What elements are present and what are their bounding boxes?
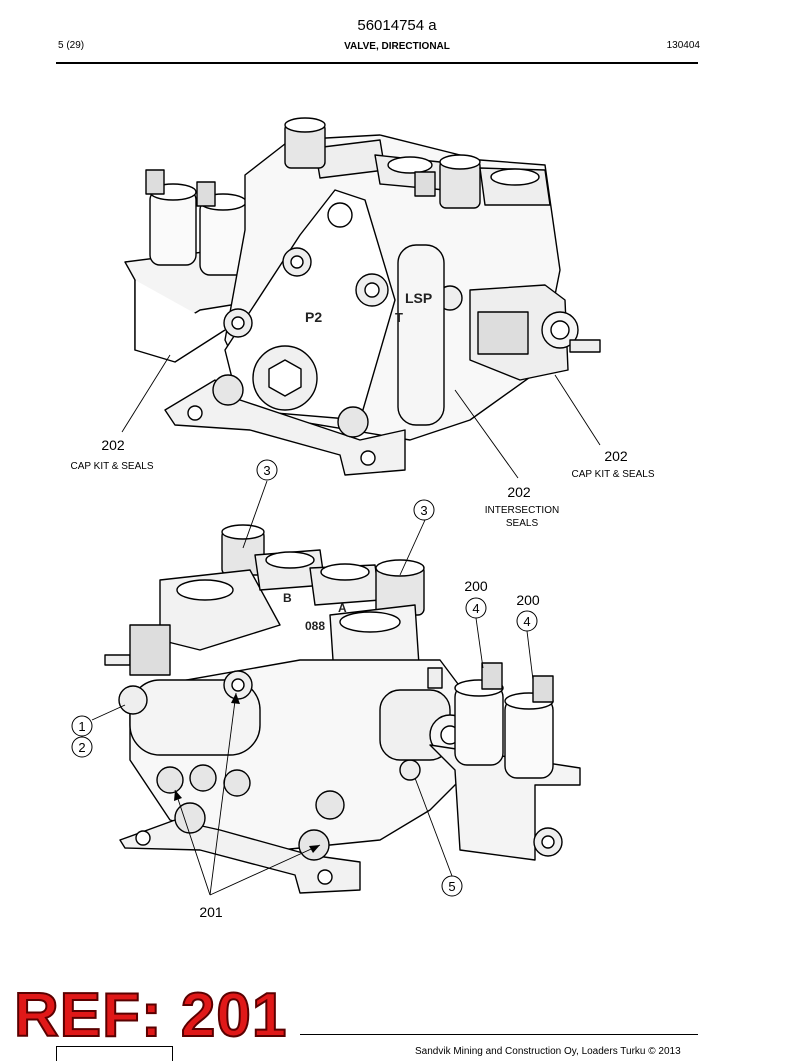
callout-1: 1: [78, 719, 85, 734]
casting-mark-code: 088: [305, 619, 325, 633]
callout-3b: 3: [420, 503, 427, 518]
callout-202-top-right: 202: [604, 448, 628, 464]
callout-5: 5: [448, 879, 455, 894]
callout-circle: [71, 715, 93, 737]
callout-text-seals: SEALS: [506, 518, 539, 529]
solenoid-icon: [149, 189, 197, 266]
casting-mark-b: B: [283, 591, 292, 605]
callout-200b: 200: [516, 592, 540, 608]
callout-circle: [256, 459, 278, 481]
callout-text-cap-kit-right: CAP KIT & SEALS: [571, 469, 654, 480]
ref-stamp: REF: 201: [13, 981, 288, 1050]
callout-4a: 4: [472, 601, 479, 616]
callout-circle: [71, 736, 93, 758]
casting-mark-t: T: [395, 310, 403, 325]
callout-201: 201: [199, 904, 223, 920]
callout-4b: 4: [523, 614, 530, 629]
callout-202-intersection: 202: [507, 484, 531, 500]
casting-mark-lsp: LSP: [405, 290, 432, 306]
footer-rule: [300, 1034, 698, 1035]
casting-mark-a: A: [338, 601, 347, 615]
callout-circle: [516, 610, 538, 632]
top-valve-assembly: [124, 117, 601, 476]
footer-copyright: Sandvik Mining and Construction Oy, Load…: [415, 1046, 681, 1057]
callout-text-cap-kit-left: CAP KIT & SEALS: [70, 461, 153, 472]
callout-circle: [413, 499, 435, 521]
callout-text-intersection: INTERSECTION: [485, 505, 559, 516]
revision-date: 130404: [666, 40, 700, 51]
header-rule: [56, 62, 698, 64]
casting-mark-p2: P2: [305, 309, 322, 325]
callout-2: 2: [78, 740, 85, 755]
page-number: 5 (29): [58, 40, 85, 51]
bottom-valve-assembly: [104, 524, 581, 894]
callout-202-top-left: 202: [101, 437, 125, 453]
callout-circle: [465, 597, 487, 619]
solenoid-icon: [454, 684, 504, 766]
callout-circle: [441, 875, 463, 897]
document-title: VALVE, DIRECTIONAL: [344, 41, 450, 52]
callout-3a: 3: [263, 463, 270, 478]
solenoid-icon: [504, 697, 554, 779]
callout-200a: 200: [464, 578, 488, 594]
document-number: 56014754 a: [357, 17, 437, 34]
